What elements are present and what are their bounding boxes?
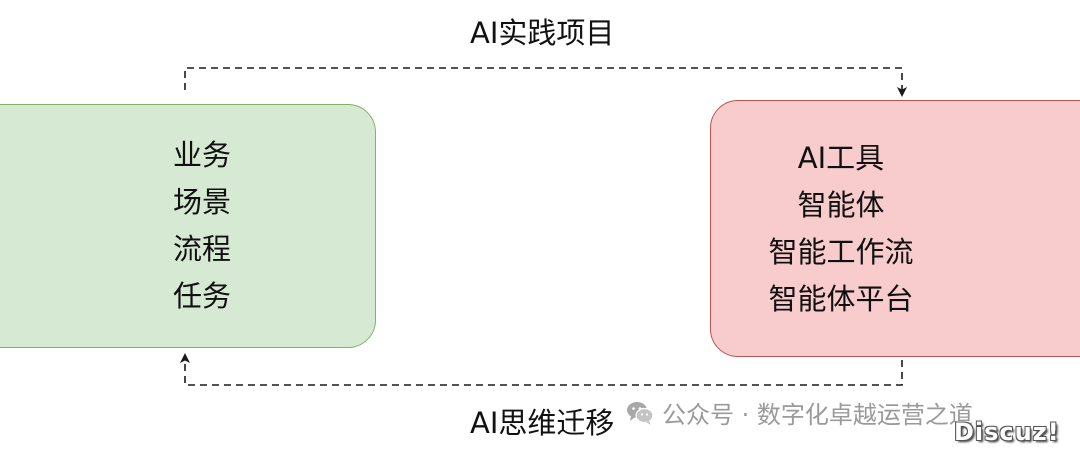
- wechat-icon: [627, 401, 654, 425]
- business-box-line: 场景: [172, 185, 231, 219]
- ai-tools-box-lines: AI工具 智能体 智能工作流 智能体平台: [768, 135, 913, 323]
- ai-tools-box: AI工具 智能体 智能工作流 智能体平台: [710, 100, 1080, 357]
- business-box-line: 业务: [172, 138, 231, 172]
- business-box-line: 流程: [172, 232, 231, 266]
- watermark-text: 公众号 · 数字化卓越运营之道: [662, 401, 973, 429]
- business-box: 业务 场景 流程 任务: [0, 104, 376, 348]
- ai-tools-box-line: 智能工作流: [768, 234, 914, 269]
- connector-bottom-migration: [180, 353, 903, 386]
- business-box-line: 任务: [172, 279, 231, 313]
- watermark: 公众号 · 数字化卓越运营之道: [626, 395, 973, 430]
- top-edge-label: AI实践项目: [470, 16, 615, 50]
- forum-watermark: Discuz!: [954, 418, 1060, 446]
- ai-tools-box-line: 智能体: [797, 187, 885, 222]
- ai-tools-box-line: 智能体平台: [768, 281, 914, 316]
- connector-top-practice: [184, 67, 907, 97]
- bottom-edge-label: AI思维迁移: [470, 406, 615, 440]
- business-box-lines: 业务 场景 流程 任务: [173, 132, 231, 320]
- ai-tools-box-line: AI工具: [797, 140, 885, 175]
